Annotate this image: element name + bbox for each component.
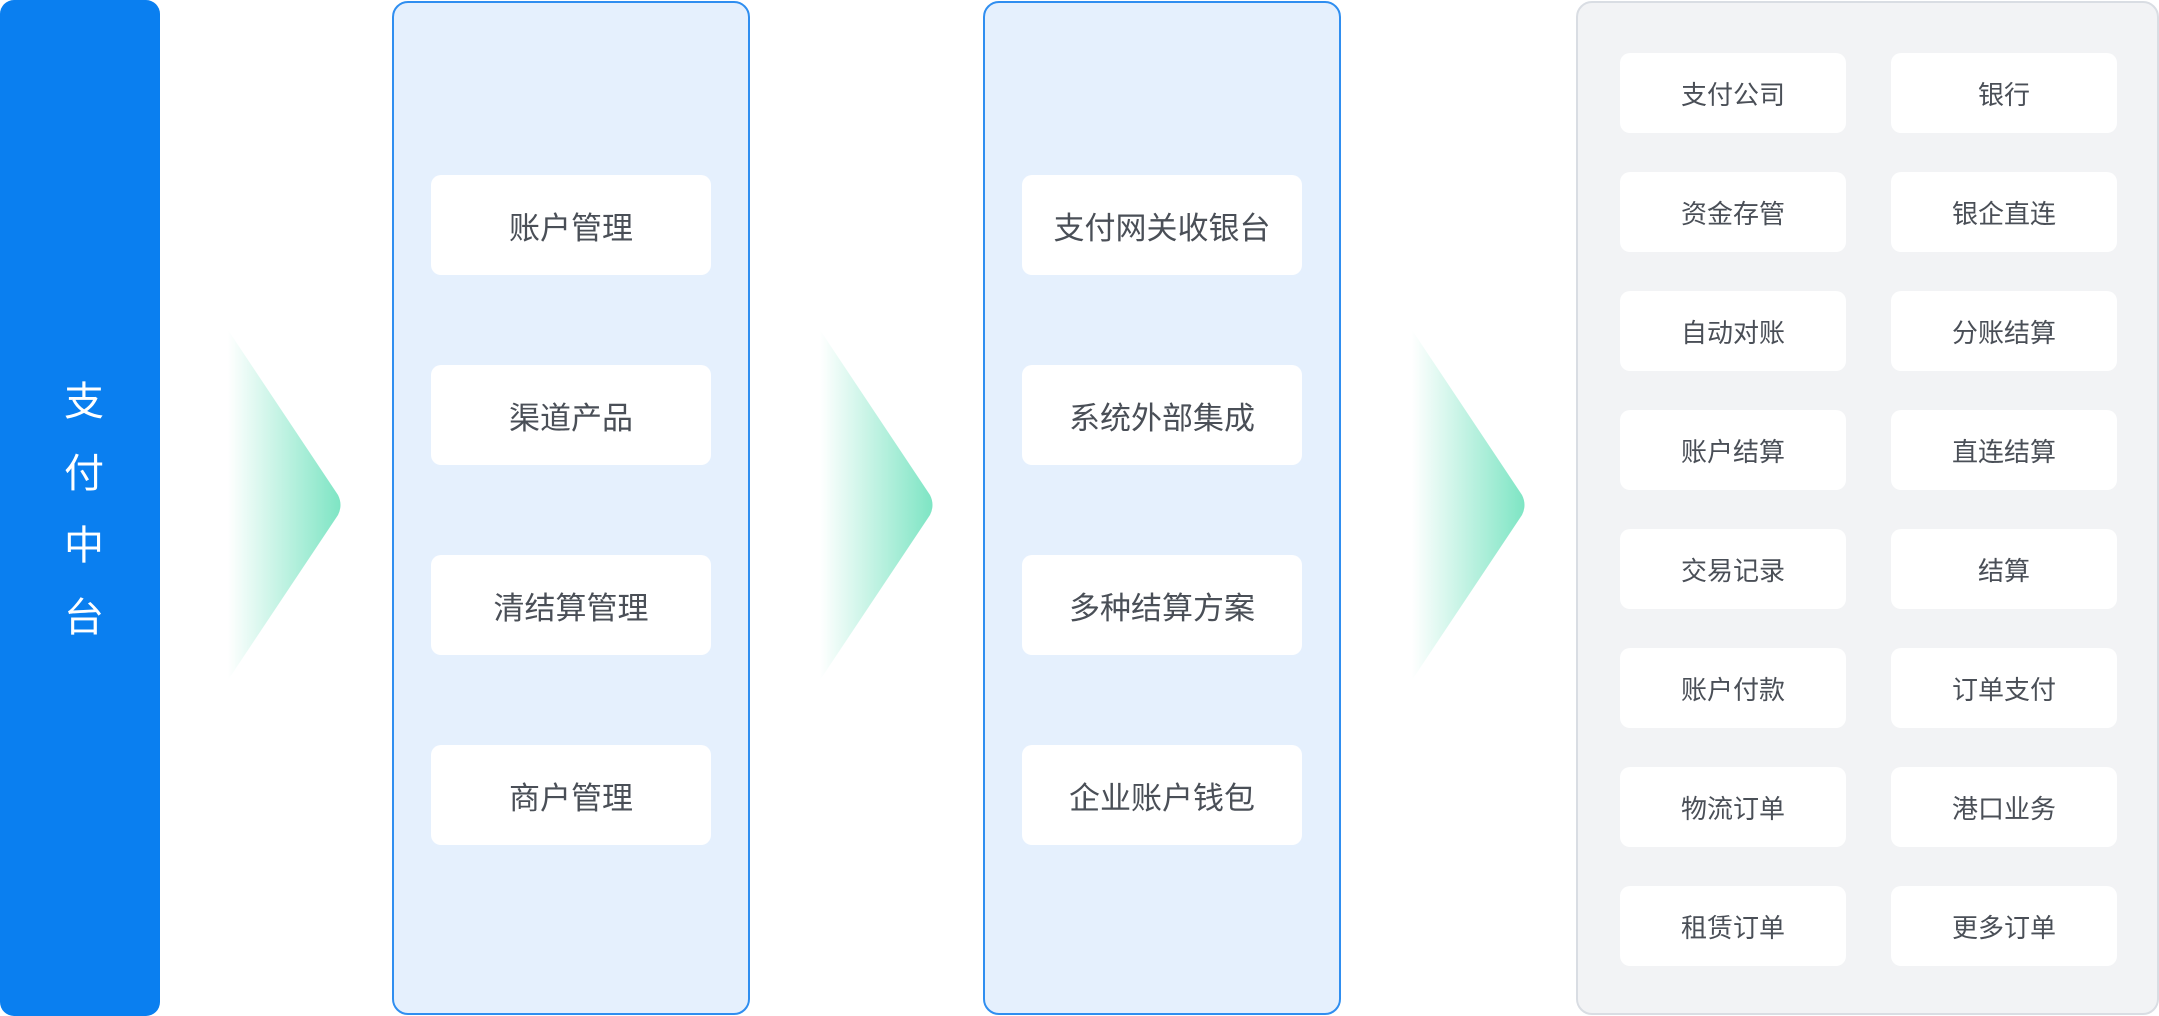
- chevron-arrow-icon: [1412, 330, 1525, 680]
- grid-card: 资金存管: [1620, 172, 1846, 252]
- capability-panel-2: 支付网关收银台 系统外部集成 多种结算方案 企业账户钱包: [983, 1, 1341, 1015]
- panel-card: 系统外部集成: [1022, 365, 1302, 465]
- panel-card: 账户管理: [431, 175, 711, 275]
- panel-card: 支付网关收银台: [1022, 175, 1302, 275]
- grid-card: 交易记录: [1620, 529, 1846, 609]
- hub-title: 支付中台: [57, 380, 103, 668]
- grid-card: 订单支付: [1891, 648, 2117, 728]
- chevron-arrow-icon: [228, 330, 341, 680]
- grid-card: 分账结算: [1891, 291, 2117, 371]
- capability-panel-1: 账户管理 渠道产品 清结算管理 商户管理: [392, 1, 750, 1015]
- panel-card: 企业账户钱包: [1022, 745, 1302, 845]
- grid-card: 银企直连: [1891, 172, 2117, 252]
- grid-card: 物流订单: [1620, 767, 1846, 847]
- grid-card: 直连结算: [1891, 410, 2117, 490]
- grid-card: 账户结算: [1620, 410, 1846, 490]
- grid-card: 账户付款: [1620, 648, 1846, 728]
- panel-card: 商户管理: [431, 745, 711, 845]
- grid-card: 银行: [1891, 53, 2117, 133]
- hub-bar: 支付中台: [0, 0, 160, 1016]
- grid-card: 更多订单: [1891, 886, 2117, 966]
- grid-card: 支付公司: [1620, 53, 1846, 133]
- panel-card: 多种结算方案: [1022, 555, 1302, 655]
- panel-card: 渠道产品: [431, 365, 711, 465]
- scenario-grid-panel: 支付公司 资金存管 自动对账 账户结算 交易记录 账户付款 物流订单 租赁订单 …: [1576, 1, 2159, 1015]
- panel-card: 清结算管理: [431, 555, 711, 655]
- chevron-arrow-icon: [820, 330, 933, 680]
- grid-card: 结算: [1891, 529, 2117, 609]
- grid-card: 租赁订单: [1620, 886, 1846, 966]
- grid-card: 港口业务: [1891, 767, 2117, 847]
- grid-card: 自动对账: [1620, 291, 1846, 371]
